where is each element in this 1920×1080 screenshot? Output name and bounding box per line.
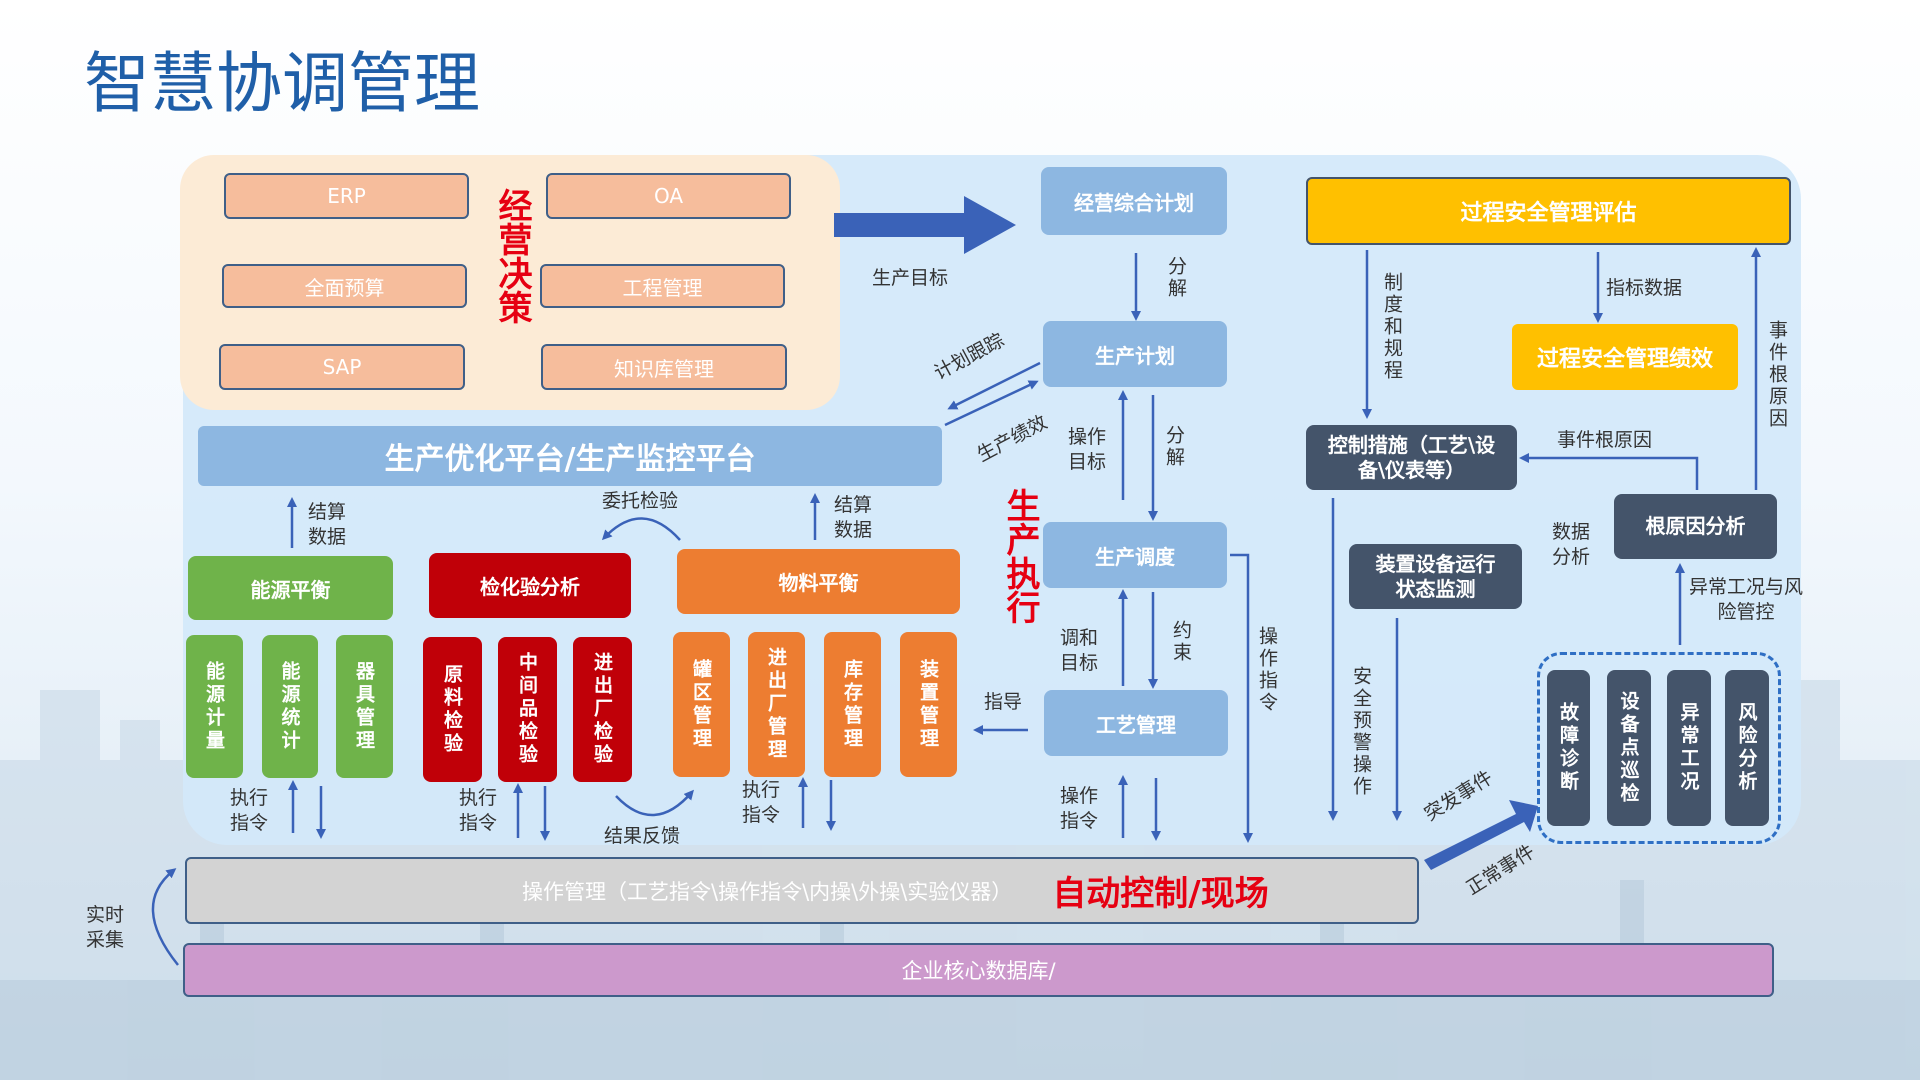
process-mgmt-box[interactable]: 工艺管理 — [1044, 690, 1228, 756]
auto-control-label: 自动控制/现场 — [1052, 874, 1269, 914]
unit-mgmt-box[interactable]: 装置管理 — [900, 632, 957, 777]
equipment-monitor-box[interactable]: 装置设备运行状态监测 — [1349, 544, 1522, 609]
control-measures-box[interactable]: 控制措施（工艺\设备\仪表等） — [1306, 425, 1517, 490]
decompose-label-2: 分解 — [1163, 425, 1185, 469]
abnormal-condition-box[interactable]: 异常工况 — [1667, 670, 1711, 826]
operation-target-label: 操作目标 — [1068, 426, 1107, 473]
sap-box[interactable]: SAP — [219, 344, 465, 390]
erp-box[interactable]: ERP — [224, 173, 469, 219]
risk-analysis-box[interactable]: 风险分析 — [1725, 670, 1769, 826]
core-database-bar[interactable]: 企业核心数据库/ — [183, 943, 1774, 997]
scheduling-box[interactable]: 生产调度 — [1043, 522, 1227, 588]
equipment-inspection-box[interactable]: 设备点巡检 — [1607, 670, 1651, 826]
energy-settlement-label: 结算数据 — [308, 501, 347, 548]
rules-label: 制度和规程 — [1381, 272, 1403, 382]
root-cause-analysis-box[interactable]: 根原因分析 — [1614, 494, 1777, 559]
instrument-mgmt-box[interactable]: 器具管理 — [336, 635, 393, 778]
production-execution-label: 生产执行 — [1000, 488, 1040, 624]
plan-overall-box[interactable]: 经营综合计划 — [1041, 167, 1227, 235]
delegate-inspection-label: 委托检验 — [602, 490, 679, 512]
guidance-label: 指导 — [984, 691, 1023, 713]
material-settlement-label: 结算数据 — [834, 494, 873, 541]
operation-instruction-label: 操作指令 — [1060, 785, 1099, 832]
energy-balance-header[interactable]: 能源平衡 — [188, 556, 393, 620]
safety-assessment-box[interactable]: 过程安全管理评估 — [1306, 177, 1791, 245]
realtime-collection-label: 实时采集 — [86, 904, 125, 951]
result-feedback-label: 结果反馈 — [604, 825, 681, 847]
material-exec-instruction-label: 执行指令 — [742, 779, 781, 826]
production-plan-box[interactable]: 生产计划 — [1043, 321, 1227, 387]
index-data-label: 指标数据 — [1606, 277, 1683, 299]
safety-performance-box[interactable]: 过程安全管理绩效 — [1512, 324, 1738, 390]
knowledge-box[interactable]: 知识库管理 — [541, 344, 787, 390]
decompose-label-1: 分解 — [1165, 256, 1187, 300]
tank-area-mgmt-box[interactable]: 罐区管理 — [673, 632, 730, 777]
platform-bar[interactable]: 生产优化平台/生产监控平台 — [198, 426, 942, 486]
material-balance-header[interactable]: 物料平衡 — [677, 549, 960, 614]
event-root-cause-vertical-label: 事件根原因 — [1766, 320, 1788, 430]
inventory-mgmt-box[interactable]: 库存管理 — [824, 632, 881, 777]
operation-mgmt-bar[interactable]: 操作管理（工艺指令\操作指令\内操\外操\实验仪器） 自动控制/现场 — [185, 857, 1419, 924]
operation-mgmt-text: 操作管理（工艺指令\操作指令\内操\外操\实验仪器） — [522, 879, 1013, 904]
adjust-target-label: 调和目标 — [1060, 627, 1099, 674]
lab-exec-instruction-label: 执行指令 — [459, 787, 498, 834]
safety-warning-label: 安全预警操作 — [1350, 666, 1372, 798]
intermediate-inspection-box[interactable]: 中间品检验 — [498, 637, 557, 782]
operation-instruction-vertical-label: 操作指令 — [1256, 626, 1278, 714]
data-analysis-label: 数据分析 — [1552, 521, 1591, 568]
inbound-outbound-mgmt-box[interactable]: 进出厂管理 — [748, 632, 805, 777]
page-title: 智慧协调管理 — [84, 45, 480, 122]
constraint-label: 约束 — [1170, 620, 1192, 664]
energy-statistics-box[interactable]: 能源统计 — [262, 635, 318, 778]
event-root-cause-label: 事件根原因 — [1557, 429, 1653, 451]
inbound-outbound-inspection-box[interactable]: 进出厂检验 — [573, 637, 632, 782]
raw-material-inspection-box[interactable]: 原料检验 — [423, 637, 482, 782]
lab-analysis-header[interactable]: 检化验分析 — [429, 553, 631, 618]
diagnostics-group-frame — [1537, 652, 1781, 844]
business-decision-label: 经营决策 — [492, 188, 532, 324]
energy-metering-box[interactable]: 能源计量 — [186, 635, 243, 778]
engineering-box[interactable]: 工程管理 — [540, 264, 785, 308]
energy-exec-instruction-label: 执行指令 — [230, 787, 269, 834]
anomaly-risk-label: 异常工况与风险管控 — [1688, 576, 1803, 623]
fault-diagnosis-box[interactable]: 故障诊断 — [1547, 670, 1590, 826]
production-target-label: 生产目标 — [872, 267, 949, 289]
budget-box[interactable]: 全面预算 — [222, 264, 467, 308]
oa-box[interactable]: OA — [546, 173, 791, 219]
